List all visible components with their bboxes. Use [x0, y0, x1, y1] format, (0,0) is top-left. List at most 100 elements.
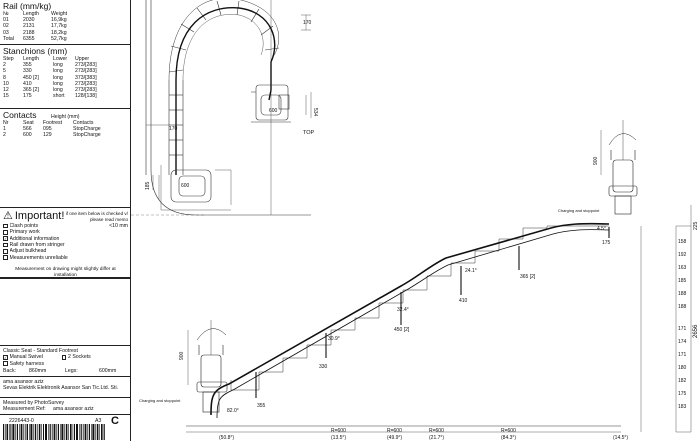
riser-value: 185 — [678, 278, 687, 284]
stanchion-cell: 12 — [3, 87, 9, 94]
stanchion-label: 330 — [319, 364, 328, 370]
important-item: Measurements unreliable — [3, 254, 128, 261]
stanchion-row: 15 175 short 128/[138] — [3, 93, 128, 99]
rail-row: 02 2131 17,7kg — [3, 23, 128, 29]
contacts-col: Seat — [23, 120, 34, 126]
angle-label: 30.9° — [328, 336, 340, 342]
charge-label-lower: Charging and stoppoint — [139, 398, 181, 403]
checkbox[interactable] — [61, 355, 66, 360]
total-height: 2656 — [693, 324, 699, 338]
stanchion-cell: short — [53, 93, 65, 100]
important-item-label: Additional information — [9, 235, 60, 242]
radius-label: R=600 — [331, 428, 346, 434]
rail-cell: 6355 — [23, 35, 35, 42]
rail-cell: 18,2kg — [51, 29, 67, 36]
radius-label: R=600 — [429, 428, 444, 434]
plan-dim: 170 — [169, 126, 178, 132]
riser-value: 163 — [678, 265, 687, 271]
checkbox[interactable] — [3, 230, 8, 235]
rail-cell: 16,9kg — [51, 17, 67, 24]
checkbox-checked[interactable]: ✓ — [3, 236, 8, 242]
checkbox-checked[interactable]: ✓ — [3, 355, 8, 361]
stanchions-header: Step Length Lower Upper — [3, 56, 128, 62]
contacts-title-row: Contacts Height (mm) — [3, 110, 128, 120]
contact-cell: 566 — [23, 126, 32, 133]
rail-cell: 03 — [3, 29, 9, 36]
rail-cell: 02 — [3, 23, 9, 30]
stanchion-cell: 450 [2] — [23, 74, 39, 81]
riser-value: 182 — [678, 378, 687, 384]
seat-dimensions: Back: 860mm Legs: 600mm — [3, 368, 128, 374]
bottom-angle: (84.3°) — [501, 435, 516, 441]
stanchion-cell: long — [53, 62, 63, 69]
plan-view — [145, 0, 312, 216]
contact-cell: 1 — [3, 126, 6, 133]
checkbox[interactable] — [3, 223, 8, 229]
important-item-label: Adjust bulkhead — [9, 248, 47, 255]
checkbox[interactable] — [3, 255, 8, 260]
plan-dim: 534 — [312, 108, 318, 117]
important-item: ✓ Additional information — [3, 236, 128, 242]
stanchion-cell: 273/[283] — [75, 87, 97, 94]
rail-cell: 2131 — [23, 23, 35, 30]
rail-cell: 17,7kg — [51, 23, 67, 30]
stanchion-label: 450 [2] — [394, 327, 410, 333]
rail-cell: 2188 — [23, 29, 35, 36]
riser-value: 158 — [678, 239, 687, 245]
checkbox[interactable] — [3, 242, 8, 248]
legs-value: 600mm — [99, 367, 117, 374]
contacts-col: Nr — [3, 120, 9, 126]
elevation-view — [186, 120, 692, 433]
contact-cell: StopCharge — [73, 126, 101, 133]
stanchion-cell: 128/[138] — [75, 93, 97, 100]
important-item: Primary work — [3, 229, 128, 235]
riser-value: 188 — [678, 291, 687, 297]
measured-section: Measured by PhotoSurvey Measurement Ref:… — [0, 398, 131, 415]
riser-value: 180 — [678, 365, 687, 371]
angle-label: 82.0° — [227, 408, 239, 414]
contact-cell: 600 — [23, 132, 32, 139]
measurement-note-text: Measurement on drawing might slightly di… — [15, 267, 116, 278]
riser-value: 188 — [678, 304, 687, 310]
angle-label: 32.4° — [397, 307, 409, 313]
rail-row: 03 2188 18,2kg — [3, 30, 128, 36]
paper-size: A3 — [95, 417, 102, 424]
important-item: Adjust bulkhead — [3, 248, 128, 254]
upper-chair — [608, 120, 638, 215]
rail-row: Total 6355 52,7kg — [3, 36, 128, 42]
stanchion-cell: 2 — [3, 62, 6, 69]
stanchion-cell: 273/[283] — [75, 80, 97, 87]
stanchion-cell: 373/[383] — [75, 74, 97, 81]
seat-model: Classic Seat - Standard Footrest — [3, 348, 78, 354]
stanchion-cell: 5 — [3, 68, 6, 75]
bottom-angle: (50.8°) — [219, 435, 234, 441]
riser-value: 192 — [678, 252, 687, 258]
important-item-label: Clash points — [9, 223, 39, 230]
stanchion-cell: 330 — [23, 68, 32, 75]
stanchion-cell: 273/[283] — [75, 68, 97, 75]
angle-label: 24.1° — [465, 268, 477, 274]
company-section: ama asansor aziz Sevas Elektrik Elektron… — [0, 377, 131, 398]
stanchion-row: 5 330 long 273/[283] — [3, 68, 128, 74]
checkbox[interactable] — [3, 361, 8, 366]
measured-by: Measured by PhotoSurvey — [3, 400, 65, 406]
contact-row: 1 566 095 StopCharge — [3, 126, 128, 132]
riser-value: 171 — [678, 326, 687, 332]
stanchions-col: Step — [3, 56, 14, 62]
back-label: Back: — [3, 367, 16, 374]
company-contact: ama asansor aziz — [3, 379, 44, 385]
contact-cell: StopCharge — [73, 132, 101, 139]
contact-cell: 129 — [43, 132, 52, 139]
stanchion-label: 365 [2] — [520, 274, 536, 280]
stanchion-label: 175 — [602, 240, 611, 246]
revision-letter: C — [111, 416, 119, 426]
rail-cell: 2030 — [23, 17, 35, 24]
stanchion-cell: long — [53, 80, 63, 87]
contacts-section: Contacts Height (mm) Nr Seat Footrest Co… — [0, 109, 131, 208]
checkbox[interactable] — [3, 249, 8, 254]
stanchions-col: Length — [23, 56, 39, 62]
plan-dim: 170 — [303, 20, 312, 26]
angle-label: 4.5° — [597, 226, 606, 232]
measurement-ref: Measurement Ref: ama asansor aziz — [3, 406, 128, 412]
important-header: ⚠ Important! if one item below is checke… — [3, 210, 128, 223]
